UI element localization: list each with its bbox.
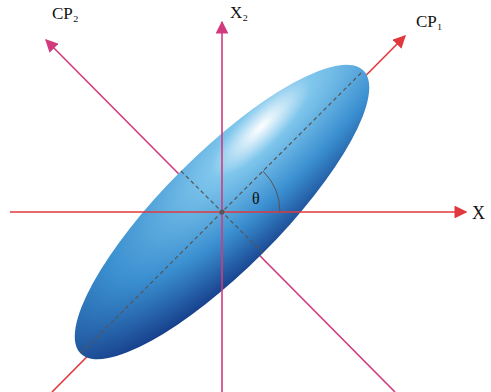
- axis-label: X: [472, 203, 485, 223]
- axis-label: θ: [252, 189, 260, 209]
- x-axis: [10, 211, 466, 213]
- axis-label: CP₂: [52, 4, 79, 24]
- angle-arc: [263, 171, 280, 212]
- origin-dot: [220, 210, 225, 215]
- x2-axis: [221, 22, 223, 392]
- axis-label: CP₁: [416, 12, 443, 32]
- axis-label: X₂: [230, 3, 248, 23]
